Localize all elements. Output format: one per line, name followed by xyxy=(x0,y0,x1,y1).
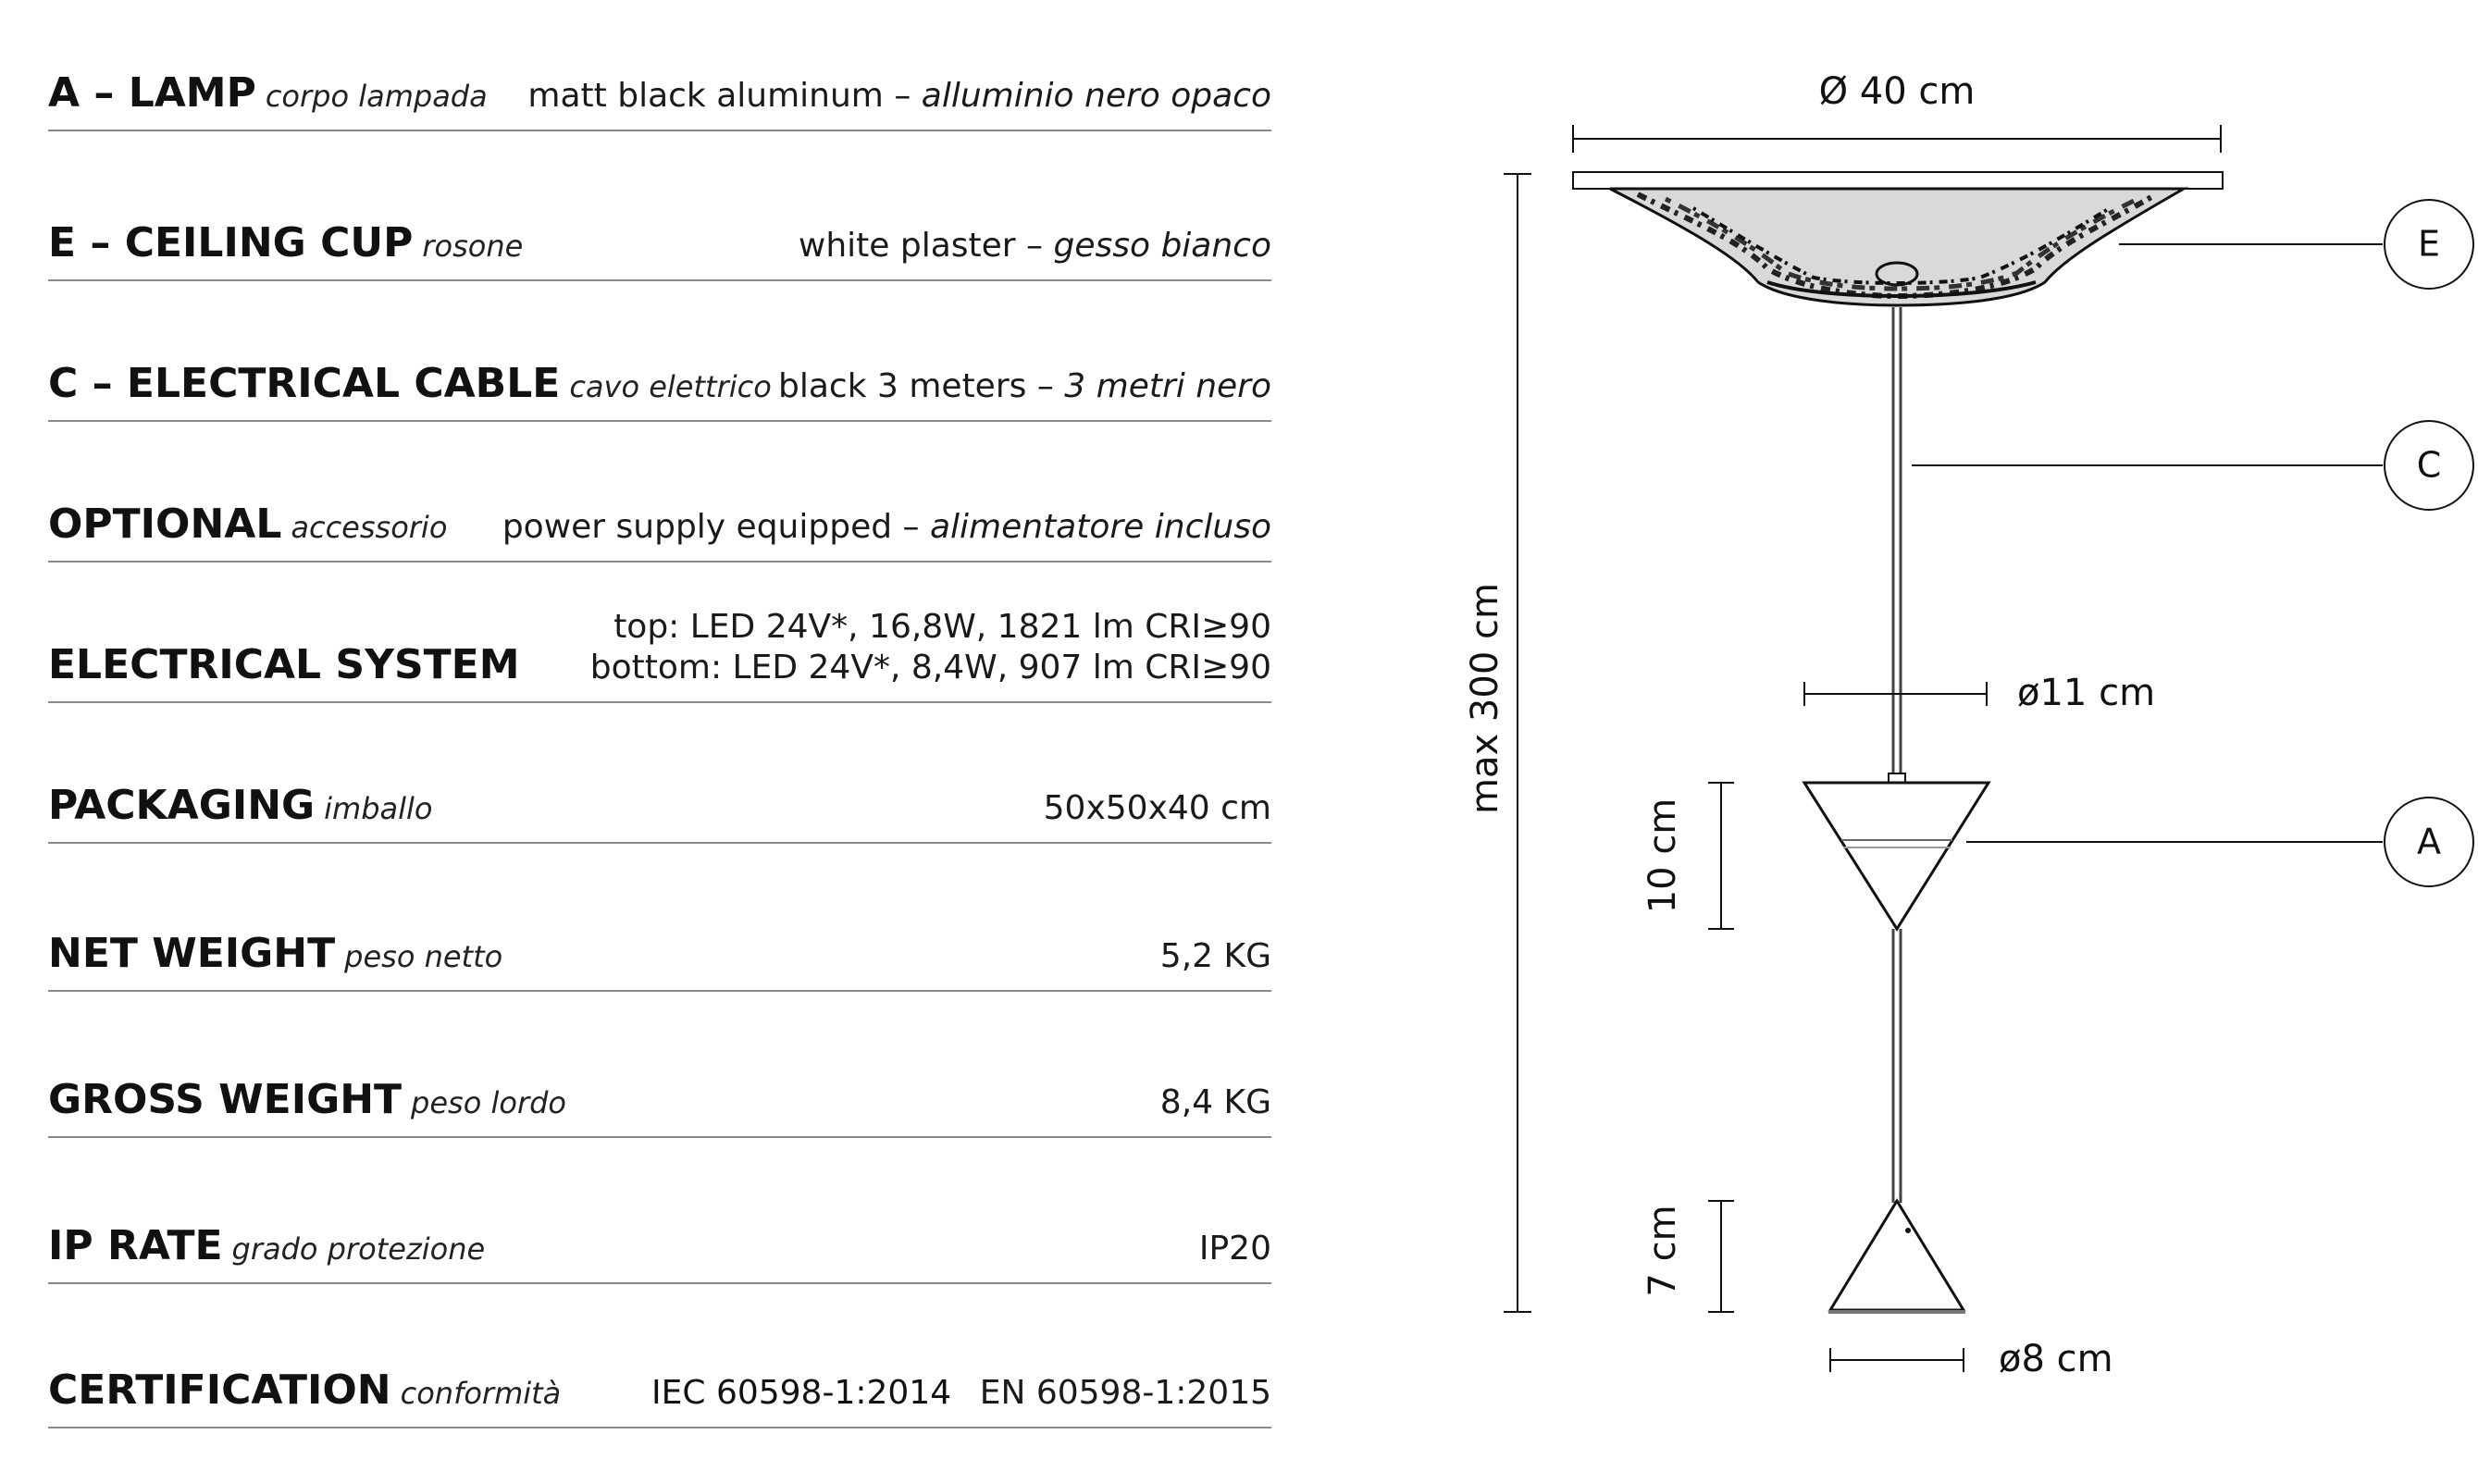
small-cone xyxy=(1828,1198,1966,1314)
dim-cone-height-label: 10 cm xyxy=(1642,798,1684,914)
spec-label: NET WEIGHT xyxy=(48,930,336,977)
spec-value-iec: IEC 60598-1:2014 xyxy=(651,1374,952,1412)
callout-a: A xyxy=(1966,797,2474,887)
spec-label: CERTIFICATION xyxy=(48,1367,391,1414)
spec-value: power supply equipped – xyxy=(502,508,930,546)
spec-value-italian: alluminio nero opaco xyxy=(921,77,1271,115)
dim-height xyxy=(1504,173,1531,1313)
dim-cone-diameter-label: ø11 cm xyxy=(2017,672,2155,714)
spec-label: GROSS WEIGHT xyxy=(48,1076,403,1123)
spec-value-en: EN 60598-1:2015 xyxy=(979,1374,1271,1412)
spec-label: IP RATE xyxy=(48,1222,223,1269)
spec-value: 50x50x40 cm xyxy=(1043,789,1271,827)
spec-sublabel: accessorio xyxy=(291,510,448,545)
spec-value: black 3 meters – xyxy=(778,367,1065,405)
dim-height-label: max 300 cm xyxy=(1464,583,1506,814)
callout-e: E xyxy=(2119,199,2474,290)
dim-cone-height xyxy=(1708,782,1734,930)
dim-cone-diameter xyxy=(1803,682,1988,706)
spec-sublabel: peso lordo xyxy=(411,1085,566,1120)
spec-value-italian: gesso bianco xyxy=(1053,227,1271,265)
spec-value-italian: 3 metri nero xyxy=(1064,367,1271,405)
dim-small-diameter-label: ø8 cm xyxy=(1999,1338,2113,1380)
spec-value-italian: alimentatore incluso xyxy=(929,508,1271,546)
callout-a-label: A xyxy=(2417,822,2441,862)
spec-sublabel: corpo lampada xyxy=(265,79,488,114)
spec-label: E – CEILING CUP xyxy=(48,219,414,266)
spec-value: 5,2 KG xyxy=(1159,937,1271,975)
dim-top-diameter-label: Ø 40 cm xyxy=(1819,70,1976,113)
spec-value-line: top: LED 24V*, 16,8W, 1821 lm CRI≥90 xyxy=(613,608,1271,646)
spec-label: OPTIONAL xyxy=(48,501,282,548)
lamp-body-cone xyxy=(1802,773,1991,932)
spec-value: matt black aluminum – xyxy=(527,77,922,115)
spec-row-electrical-system: ELECTRICAL SYSTEM top: LED 24V*, 16,8W, … xyxy=(48,601,1271,703)
spec-value-line: bottom: LED 24V*, 8,4W, 907 lm CRI≥90 xyxy=(589,649,1271,686)
callout-c: C xyxy=(1912,420,2474,511)
dim-top-diameter xyxy=(1572,125,2222,153)
spec-sublabel: cavo elettrico xyxy=(569,369,772,404)
spec-sublabel: peso netto xyxy=(344,939,503,974)
dim-small-diameter xyxy=(1829,1348,1964,1372)
ceiling-cup xyxy=(1572,171,2224,307)
callout-e-label: E xyxy=(2418,224,2440,265)
spec-label: ELECTRICAL SYSTEM xyxy=(48,641,520,688)
spec-label: A – LAMP xyxy=(48,69,256,117)
electrical-cable xyxy=(1891,307,1902,777)
spec-row-certification: CERTIFICATION conformità IEC 60598-1:2014… xyxy=(48,1332,1271,1428)
spec-value: IP20 xyxy=(1198,1230,1271,1268)
spec-sublabel: conformità xyxy=(400,1376,562,1411)
spec-row-lamp: A – LAMP corpo lampada matt black aluminu… xyxy=(48,37,1271,131)
spec-sublabel: rosone xyxy=(422,229,524,264)
dim-small-height-label: 7 cm xyxy=(1642,1205,1684,1296)
spec-row-optional: OPTIONAL accessorio power supply equipped… xyxy=(48,472,1271,563)
spec-value: white plaster – xyxy=(798,227,1054,265)
technical-drawing: Ø 40 cm E C xyxy=(1388,0,2478,1484)
spec-value: 8,4 KG xyxy=(1159,1083,1271,1121)
lower-cable xyxy=(1891,929,1902,1203)
lamp-diagram-svg: Ø 40 cm E C xyxy=(1393,70,2478,1484)
spec-label: PACKAGING xyxy=(48,782,316,829)
spec-sublabel: grado protezione xyxy=(231,1231,486,1267)
callout-c-label: C xyxy=(2417,445,2442,486)
spec-sublabel: imballo xyxy=(324,791,433,826)
dim-small-height xyxy=(1708,1200,1734,1313)
spec-label: C – ELECTRICAL CABLE xyxy=(48,360,561,407)
